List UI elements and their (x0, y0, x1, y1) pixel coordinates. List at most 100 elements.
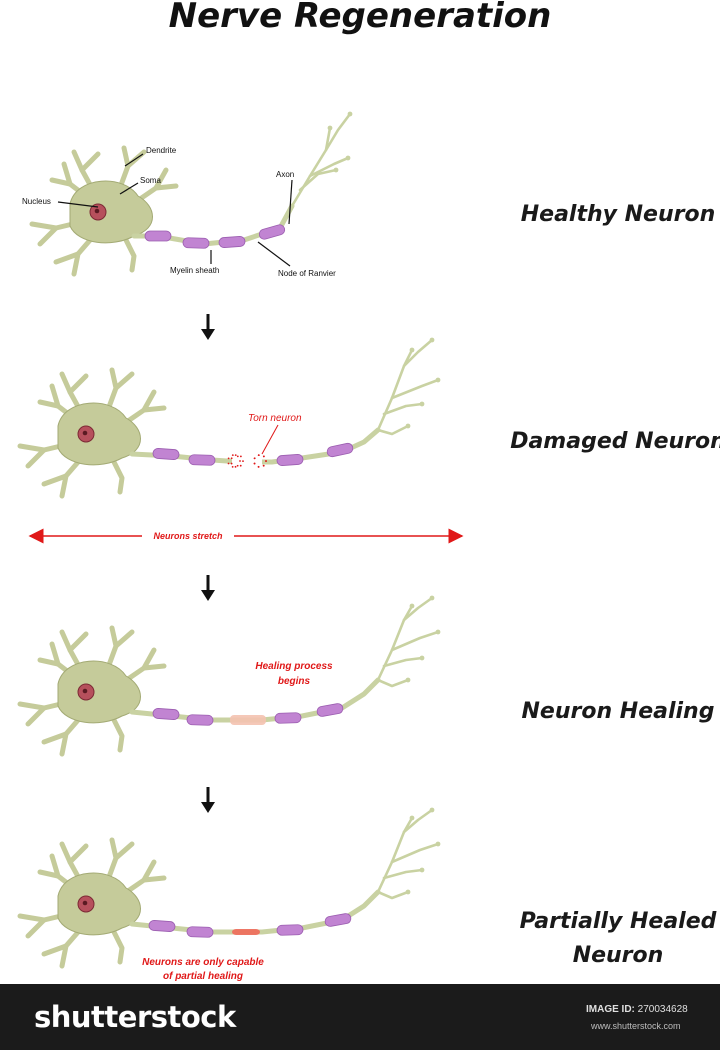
torn-neuron-label: Torn neuron (248, 413, 302, 424)
myelin-segment (182, 237, 210, 249)
axon-label: Axon (276, 170, 294, 179)
debris-dot (231, 454, 234, 457)
stage-label-partially-healed: Partially Healed Neuron (500, 905, 720, 973)
dendrite-branch (41, 473, 69, 487)
debris-dot (257, 454, 260, 457)
axon-terminal (376, 424, 410, 436)
image-id: IMAGE ID: 270034628 (586, 1004, 688, 1015)
terminal-bouton (409, 603, 415, 609)
debris-dot (262, 455, 265, 458)
debris-dot (253, 462, 256, 465)
dendrite-branch (67, 631, 89, 653)
down-arrow-icon (201, 314, 215, 340)
soma-body (57, 872, 141, 936)
dendrite-label: Dendrite (146, 146, 177, 155)
axon-shaft (129, 427, 381, 465)
axon-terminal (290, 126, 332, 208)
site-url: www.shutterstock.com (591, 1021, 681, 1031)
debris-dot (239, 460, 241, 462)
healing-patch (230, 715, 266, 725)
damaged-neuron (17, 337, 441, 499)
torn-neuron-leader (261, 424, 279, 455)
soma-label: Soma (140, 176, 161, 185)
myelin-segment (316, 703, 344, 717)
dendrite-branch (67, 373, 89, 395)
soma-body (69, 180, 153, 244)
axon-terminal (376, 678, 410, 688)
terminal-bouton (419, 655, 425, 661)
page-title: Nerve Regeneration (168, 0, 552, 36)
terminal-bouton (435, 377, 441, 383)
nucleolus (82, 688, 88, 694)
myelin-segment (274, 712, 302, 724)
myelin-segment (186, 926, 214, 938)
terminal-bouton (345, 155, 351, 161)
nucleus-label: Nucleus (22, 197, 51, 206)
image-id-label: IMAGE ID: (586, 1004, 635, 1015)
damage-annotations: Torn neuron Neurons stretch (28, 413, 464, 544)
dendrite-branch (41, 731, 69, 745)
terminal-bouton (327, 125, 333, 131)
terminal-bouton (429, 807, 435, 813)
dendrite-branch (61, 161, 73, 187)
axon-terminal (376, 890, 410, 900)
axon-terminal (324, 112, 352, 152)
axon-terminal (382, 656, 424, 668)
axon-terminal (382, 868, 424, 880)
dendrite-branch (141, 859, 157, 883)
healing-annotations: Healing process begins (255, 661, 333, 687)
axon-terminal (402, 596, 434, 622)
stage-label-partially-healed-line1: Partially Healed (519, 909, 717, 934)
dendrite-branch (113, 371, 135, 391)
soma-body (57, 660, 141, 724)
node-of-ranvier-leader (257, 241, 291, 267)
myelin-segment (152, 708, 180, 720)
debris-dot (262, 464, 265, 467)
axon-gap (232, 456, 262, 466)
dendrite-branch (25, 705, 47, 727)
debris-dot (236, 455, 239, 458)
terminal-bouton (405, 677, 411, 683)
brand-logo: shutterstock (34, 1000, 236, 1034)
nerve-regeneration-diagram: Dendrite Soma Nucleus Axon Myelin sheath… (17, 111, 464, 982)
nucleolus (94, 208, 100, 214)
axon-leader (288, 179, 293, 225)
dendrite-branch (79, 151, 101, 173)
partial-label-line1: Neurons are only capable (142, 957, 264, 968)
debris-dot (230, 457, 233, 460)
dendrite-branch (37, 225, 59, 247)
terminal-bouton (405, 889, 411, 895)
terminal-bouton (429, 337, 435, 343)
debris-dot (227, 462, 230, 465)
healing-patch (232, 929, 260, 935)
debris-dot (231, 465, 234, 468)
dendrite-leader (124, 153, 144, 167)
myelin-segment (276, 454, 304, 466)
down-arrow-icon (201, 575, 215, 601)
myelin-segment (326, 442, 354, 458)
debris-dot (234, 454, 237, 457)
myelin-segment (324, 913, 352, 927)
myelin-segment (152, 448, 180, 460)
debris-dot (234, 465, 237, 468)
axon-terminal (402, 808, 434, 834)
myelin-segment (218, 236, 246, 248)
dendrite-branch (41, 943, 69, 957)
dendrite-branch (113, 841, 135, 861)
debris-dot (227, 457, 230, 460)
nucleolus (82, 430, 88, 436)
partial-annotations: Neurons are only capable of partial heal… (142, 957, 264, 982)
terminal-bouton (419, 401, 425, 407)
down-arrow-icon (201, 787, 215, 813)
dendrite-branch (49, 853, 61, 879)
axon-terminal (298, 168, 338, 192)
myelin-segment (276, 924, 304, 936)
dendrite-branch (141, 647, 157, 671)
debris-dot (239, 455, 242, 458)
axon-terminal (382, 402, 424, 416)
partial-label-line2: of partial healing (163, 971, 243, 982)
dendrite-branch (67, 843, 89, 865)
neurons-stretch-label-bg (142, 529, 234, 543)
soma-leader (119, 182, 139, 195)
stage-label-healing: Neuron Healing (521, 699, 715, 724)
